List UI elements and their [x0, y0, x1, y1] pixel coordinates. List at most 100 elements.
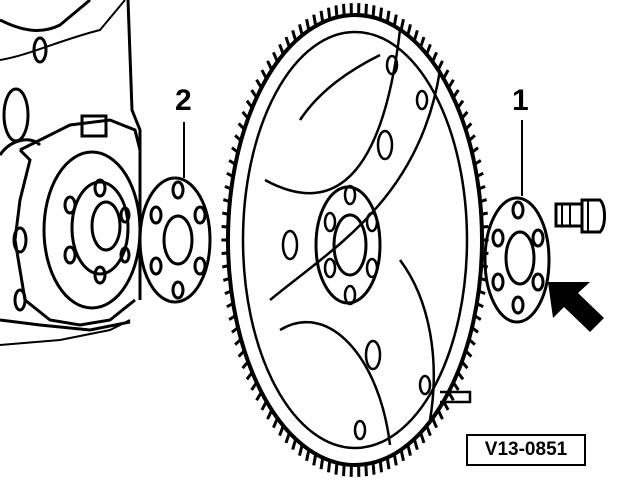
gear-tooth	[241, 360, 250, 370]
gear-tooth	[476, 171, 484, 178]
gear-tooth	[237, 349, 246, 358]
gear-tooth	[231, 146, 239, 154]
gear-tooth	[467, 134, 476, 142]
gear-tooth	[385, 457, 391, 470]
gear-tooth	[452, 381, 460, 391]
gear-tooth	[442, 69, 450, 80]
gear-tooth	[221, 251, 229, 256]
callout-2: 2	[175, 84, 192, 117]
gear-tooth	[221, 211, 230, 216]
gear-tooth	[412, 29, 419, 42]
gear-tooth	[452, 89, 460, 99]
flywheel	[221, 3, 489, 477]
gear-tooth	[319, 457, 325, 470]
gear-tooth	[222, 198, 231, 204]
gear-tooth	[342, 464, 346, 477]
gear-tooth	[312, 453, 318, 466]
gear-tooth	[419, 36, 426, 48]
engine-block	[0, 0, 142, 346]
gear-tooth	[480, 211, 489, 216]
gear-tooth	[436, 409, 444, 420]
gear-tooth	[226, 171, 234, 178]
gear-tooth	[255, 391, 263, 402]
gear-tooth	[334, 462, 339, 475]
gear-tooth	[228, 159, 237, 166]
arrow-icon	[548, 282, 604, 332]
figure-code-label: V13-0851	[466, 434, 586, 466]
gear-tooth	[425, 425, 432, 437]
gear-tooth	[467, 338, 476, 346]
gear-tooth	[436, 60, 444, 71]
gear-tooth	[224, 184, 232, 191]
gear-tooth	[284, 432, 291, 444]
gear-tooth	[234, 338, 243, 346]
gear-tooth	[241, 110, 250, 120]
gear-tooth	[392, 453, 398, 466]
spacer-plate-2	[138, 122, 212, 304]
gear-tooth	[221, 264, 230, 269]
gear-tooth	[371, 462, 376, 475]
gear-tooth	[298, 24, 304, 36]
gear-tooth	[250, 89, 258, 99]
gear-tooth	[456, 371, 465, 381]
gear-tooth	[464, 122, 473, 131]
gear-tooth	[245, 99, 254, 109]
gear-tooth	[305, 449, 311, 462]
gear-tooth	[399, 18, 405, 31]
gear-tooth	[399, 449, 405, 462]
gear-tooth	[237, 122, 246, 131]
gear-tooth	[456, 99, 465, 109]
gear-tooth	[478, 289, 486, 296]
gear-tooth	[481, 224, 489, 229]
gear-tooth	[460, 110, 469, 120]
gear-tooth	[378, 7, 384, 20]
gear-tooth	[464, 349, 473, 358]
gear-tooth	[266, 409, 274, 420]
bolt	[554, 198, 606, 234]
callout-1: 1	[512, 84, 529, 117]
gear-tooth	[412, 438, 419, 451]
gear-tooth	[266, 60, 274, 71]
gear-tooth	[364, 464, 368, 477]
gear-tooth	[278, 43, 285, 55]
gear-tooth	[272, 417, 279, 429]
gear-tooth	[298, 444, 304, 456]
gear-tooth	[226, 302, 234, 309]
gear-tooth	[260, 400, 268, 411]
gear-tooth	[234, 134, 243, 142]
gear-tooth	[478, 184, 486, 191]
gear-tooth	[224, 289, 232, 296]
gear-tooth	[431, 417, 438, 429]
gear-tooth	[431, 51, 438, 63]
gear-tooth	[250, 381, 258, 391]
gear-tooth	[473, 314, 482, 321]
gear-tooth	[305, 18, 311, 31]
gear-tooth	[228, 314, 237, 321]
gear-tooth	[364, 3, 368, 16]
gear-tooth	[284, 36, 291, 48]
spacer-plate-1	[483, 120, 551, 324]
gear-tooth	[476, 302, 484, 309]
gear-tooth	[419, 432, 426, 444]
gear-tooth	[392, 14, 398, 27]
gear-tooth	[221, 224, 229, 229]
gear-tooth	[291, 29, 298, 42]
gear-tooth	[385, 10, 391, 23]
gear-tooth	[460, 360, 469, 370]
gear-tooth	[447, 391, 455, 402]
gear-tooth	[319, 10, 325, 23]
gear-tooth	[326, 7, 332, 20]
gear-tooth	[447, 78, 455, 89]
gear-tooth	[342, 3, 346, 16]
gear-tooth	[231, 326, 239, 334]
gear-tooth	[471, 326, 479, 334]
gear-tooth	[473, 159, 482, 166]
gear-tooth	[471, 146, 479, 154]
gear-tooth	[278, 425, 285, 437]
gear-tooth	[272, 51, 279, 63]
gear-tooth	[406, 444, 412, 456]
gear-tooth	[245, 371, 254, 381]
gear-tooth	[406, 24, 412, 36]
gear-tooth	[260, 69, 268, 80]
